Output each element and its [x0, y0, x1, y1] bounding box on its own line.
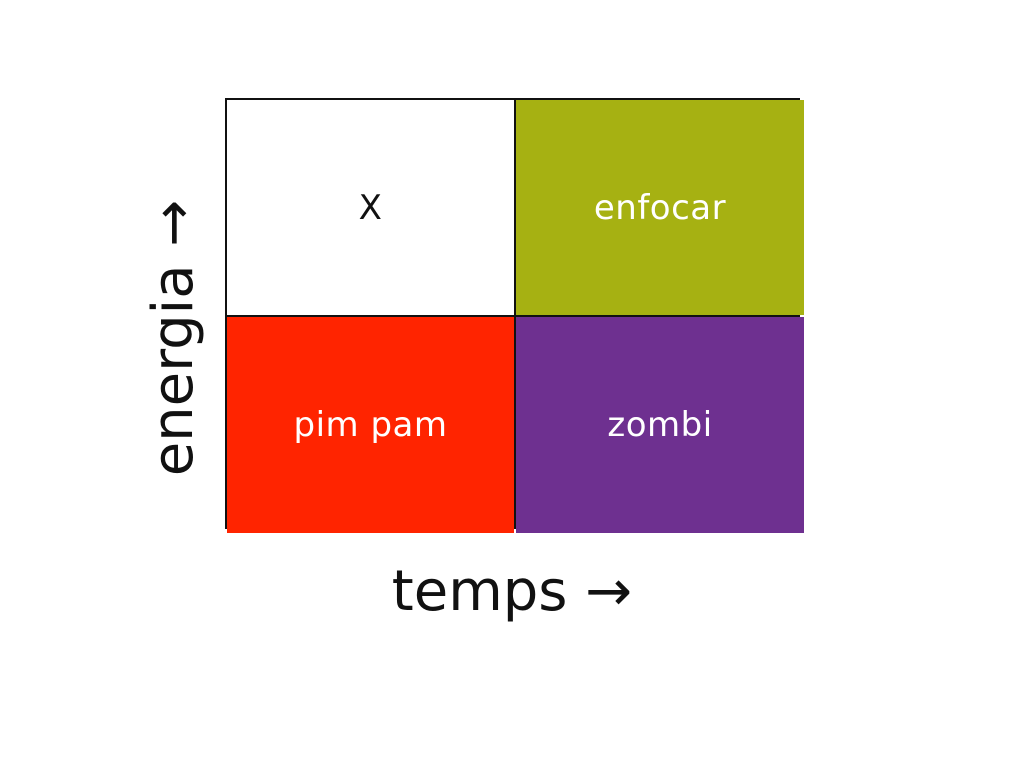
quadrant-label-pim-pam: pim pam: [293, 405, 448, 445]
quadrant-label-zombi: zombi: [607, 405, 713, 445]
x-axis-label: temps →: [391, 559, 633, 624]
quadrant-label-enfocar: enfocar: [593, 187, 727, 228]
quadrant-top-left: X: [227, 100, 514, 315]
quadrant-label-x: X: [358, 187, 383, 228]
quadrant-bottom-right: zombi: [516, 317, 804, 533]
quadrant-bottom-left: pim pam: [227, 317, 514, 533]
y-axis-label: energia →: [141, 199, 206, 477]
quadrant-matrix: X enfocar pim pam zombi: [225, 98, 804, 533]
quadrant-top-right: enfocar: [516, 100, 804, 315]
